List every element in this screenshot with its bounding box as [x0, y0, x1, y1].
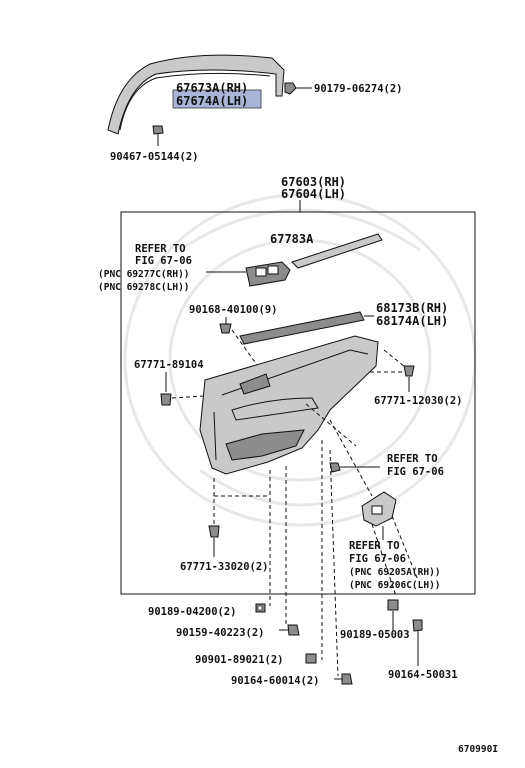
nut-1-label: 90189-04200(2) [148, 606, 237, 618]
weatherstrip-rh-label: 68173B(RH) [376, 301, 448, 315]
screw-1-label: 90159-40223(2) [176, 627, 265, 639]
clip-top-label: 90179-06274(2) [314, 83, 403, 95]
armrest-part[interactable] [245, 233, 383, 287]
clip-9-icon[interactable] [219, 317, 232, 334]
weatherstrip-lh-label: 68174A(LH) [376, 314, 448, 328]
clip-right-dash-2 [383, 349, 405, 367]
clip-right-label: 67771-12030(2) [374, 395, 463, 407]
screw-2-label: 90164-60014(2) [231, 675, 320, 687]
upper-moulding-part[interactable] [107, 54, 285, 135]
refer1-line-a: REFER TO [135, 243, 186, 255]
bracket-dash-2 [391, 515, 419, 581]
bracket-dash [329, 419, 373, 497]
drop-dash-4 [329, 449, 339, 677]
refer1-line-c: (PNC 69277C(RH)) [98, 269, 190, 280]
clip-right-icon[interactable] [403, 365, 415, 377]
clip-left-dash [171, 395, 205, 399]
door-trim-panel-part[interactable] [199, 335, 379, 475]
clip-top-icon[interactable] [284, 82, 312, 95]
nut-2-icon[interactable] [387, 599, 399, 611]
highlight-box [172, 89, 262, 109]
clip-left-label: 67771-89104 [134, 359, 204, 371]
screw-top-icon[interactable] [152, 125, 164, 146]
refer3-line-a: REFER TO [349, 540, 400, 552]
panel-lh-label: 67604(LH) [281, 187, 346, 201]
weatherstrip-part[interactable] [239, 311, 365, 345]
refer2-line-a: REFER TO [387, 453, 438, 465]
clip-bottom-label: 67771-33020(2) [180, 561, 269, 573]
nut-1-icon[interactable] [255, 603, 266, 613]
clip-3-icon[interactable] [305, 653, 317, 664]
nut-2-label: 90189-05003 [340, 629, 410, 641]
clip-3-label: 90901-89021(2) [195, 654, 284, 666]
moulding-lh-label: 67674A(LH) [176, 94, 248, 108]
screw-3-label: 90164-50031 [388, 669, 458, 681]
panel-frame [120, 211, 476, 595]
refer2-icon[interactable] [329, 462, 341, 473]
moulding-rh-label: 67673A(RH) [176, 81, 248, 95]
screw-top-label: 90467-05144(2) [110, 151, 199, 163]
refer2-line-b: FIG 67-06 [387, 466, 444, 478]
refer1-line-d: (PNC 69278C(LH)) [98, 282, 190, 293]
bracket-dash-3 [371, 523, 397, 597]
refer2-dash [305, 403, 357, 447]
inner-handle-bracket-part[interactable] [361, 491, 397, 527]
refer3-line-d: (PNC 69206C(LH)) [349, 580, 441, 591]
clip-bottom-icon[interactable] [208, 525, 220, 538]
refer1-line-b: FIG 67-06 [135, 255, 192, 267]
clip-left-icon[interactable] [160, 393, 172, 406]
figure-id: 670990I [458, 744, 498, 755]
panel-rh-label: 67603(RH) [281, 175, 346, 189]
armrest-label: 67783A [270, 232, 314, 246]
refer3-line-b: FIG 67-06 [349, 553, 406, 565]
screw-3-icon[interactable] [412, 619, 423, 632]
screw-1-icon[interactable] [279, 624, 300, 636]
refer3-line-c: (PNC 69205A(RH)) [349, 567, 441, 578]
screw-2-icon[interactable] [334, 673, 353, 685]
clip-9-label: 90168-40100(9) [189, 304, 278, 316]
